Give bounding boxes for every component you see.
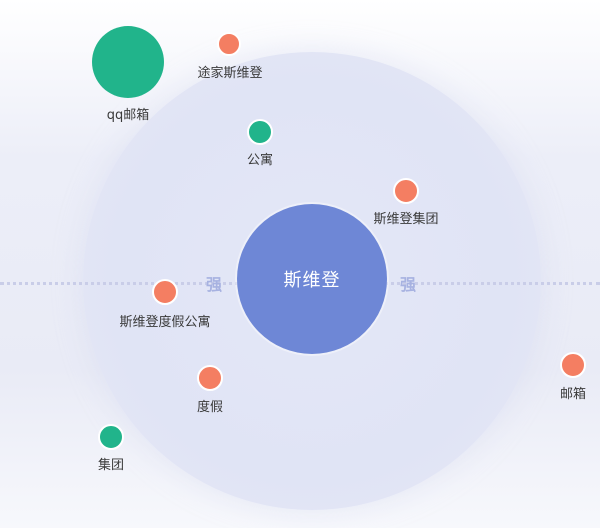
center-keyword-node[interactable]: 斯维登 [237,204,387,354]
node-qq-mail[interactable] [92,26,164,98]
node-sweden-group-label: 斯维登集团 [373,212,439,227]
node-mailbox[interactable] [560,352,586,378]
strength-label-left: 强 [206,275,223,294]
node-apartment[interactable] [247,119,273,145]
strength-label-right: 强 [400,275,417,294]
node-tujia-sweden[interactable] [217,32,241,56]
node-group[interactable] [98,424,124,450]
node-resort[interactable] [197,365,223,391]
node-sweden-resort-apartment-label: 斯维登度假公寓 [119,315,211,330]
node-sweden-resort-apartment[interactable] [152,279,178,305]
node-qq-mail-label: qq邮箱 [106,108,150,123]
node-tujia-sweden-label: 途家斯维登 [197,66,263,81]
node-apartment-label: 公寓 [246,153,274,168]
center-keyword-label: 斯维登 [283,270,341,291]
node-group-label: 集团 [97,458,125,473]
node-sweden-group[interactable] [393,178,419,204]
node-resort-label: 度假 [196,400,224,415]
node-mailbox-label: 邮箱 [559,387,587,402]
